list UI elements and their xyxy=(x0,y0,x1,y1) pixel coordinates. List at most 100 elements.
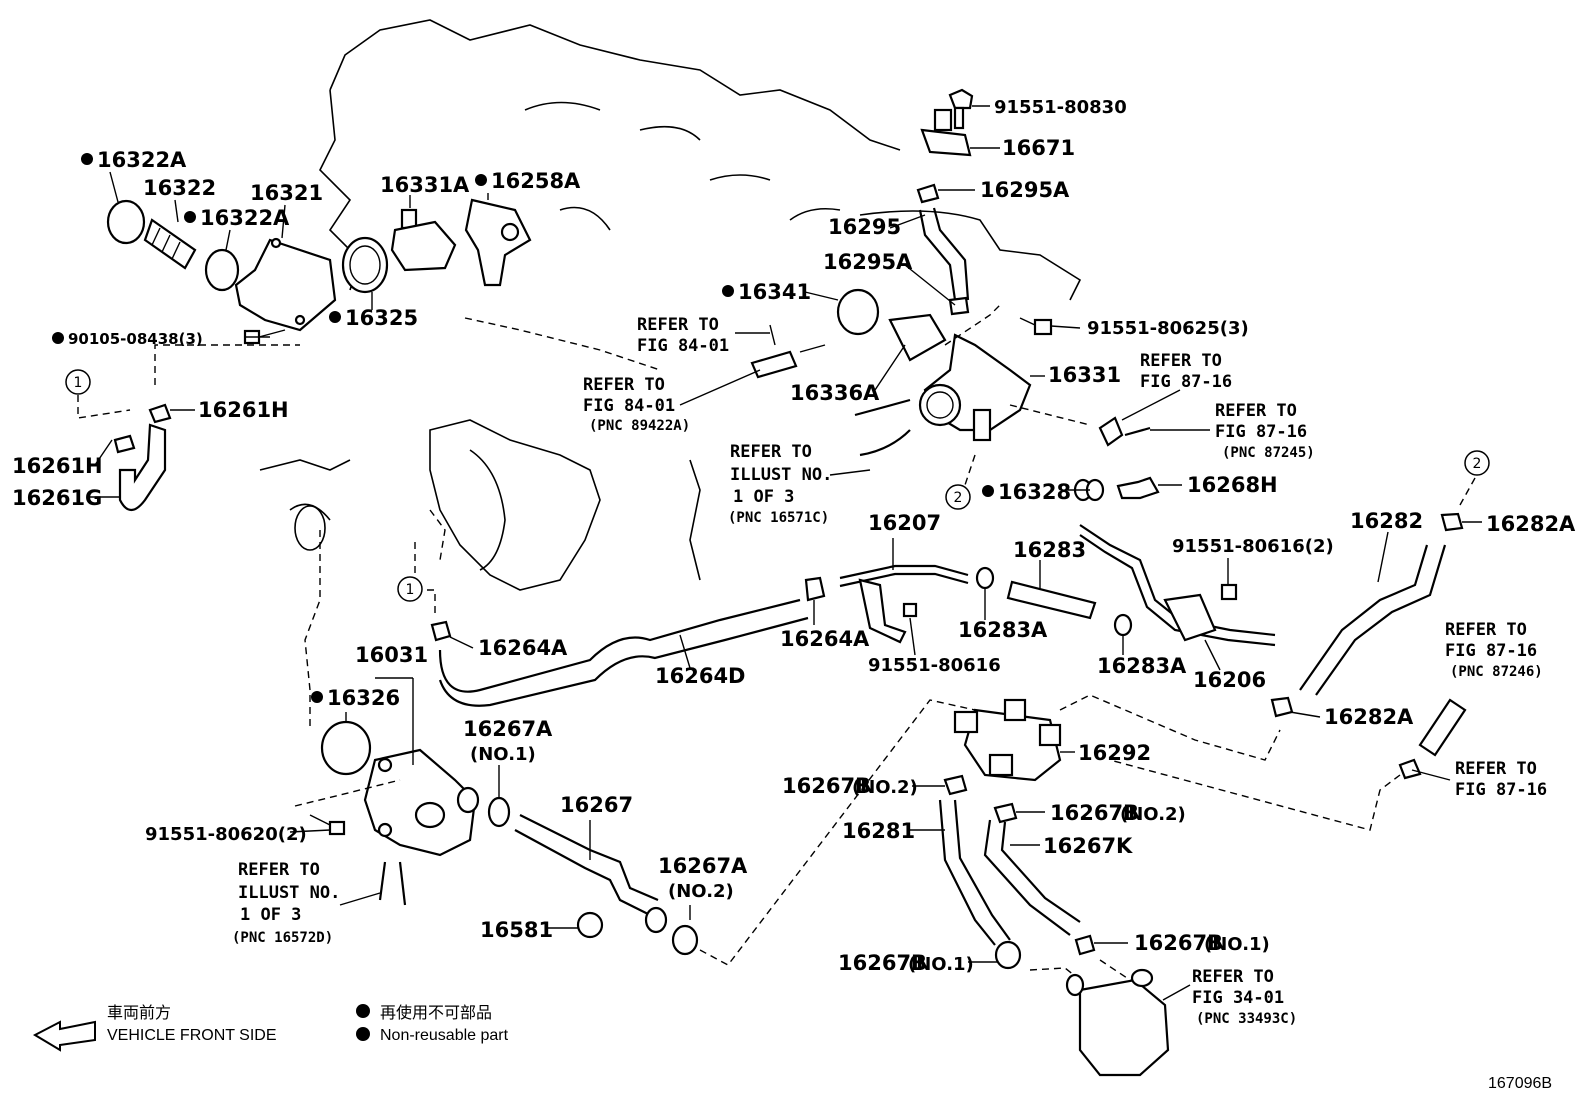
reference-note-line: REFER TO xyxy=(1455,759,1537,779)
reference-note-line: (PNC 16572D) xyxy=(232,930,333,946)
pipe-16207-group xyxy=(839,564,969,644)
part-label-no2: (NO.2) xyxy=(1120,804,1186,825)
reference-note: REFER TO FIG 84-01 (PNC 89422A) xyxy=(583,375,690,434)
part-label-16321: 16321 xyxy=(250,181,323,205)
gasket-16326 xyxy=(320,720,372,776)
part-label-16282a: 16282A xyxy=(1486,512,1576,536)
hose-16282-group xyxy=(1270,477,1476,780)
circle-ref-2-right: 2 xyxy=(1464,450,1490,476)
reference-note-line: (PNC 87246) xyxy=(1450,664,1543,680)
water-valve-16292-group xyxy=(938,694,1401,1077)
water-valve-16292 xyxy=(953,698,1062,782)
bolt-91551-80620 xyxy=(309,814,346,836)
hose-16283-group xyxy=(975,566,1133,637)
bolt-91551-80616 xyxy=(902,602,918,618)
hose-16322 xyxy=(143,218,197,270)
gasket-16258a xyxy=(464,198,532,287)
part-label-16031: 16031 xyxy=(355,643,428,667)
part-label-16331a: 16331A xyxy=(380,173,470,197)
part-label-no2: (NO.2) xyxy=(668,881,734,902)
part-label-16261h: 16261H xyxy=(12,454,103,478)
part-label-91551-80620: 91551-80620(2) xyxy=(145,824,307,845)
bracket-16671 xyxy=(920,108,972,157)
reference-note-line: REFER TO xyxy=(583,375,665,395)
bolt-91551-80830 xyxy=(948,88,974,130)
reference-note-line: ILLUST NO. xyxy=(238,883,340,903)
part-label-16267b: 16267B xyxy=(1050,801,1139,825)
part-label-16267b: 16267B xyxy=(1134,931,1223,955)
reference-note: REFER TO FIG 87-16 (PNC 87245) xyxy=(1215,401,1315,461)
part-label-16322a: 16322A xyxy=(200,206,290,230)
part-label-16264a: 16264A xyxy=(478,636,568,660)
legend: 車両前方 VEHICLE FRONT SIDE 再使用不可部品 Non-reus… xyxy=(32,1004,509,1052)
reference-note: REFER TO ILLUST NO. 1 OF 3 (PNC 16572D) xyxy=(232,860,340,946)
part-label-16267k: 16267K xyxy=(1043,834,1133,858)
part-label-16264d: 16264D xyxy=(655,664,746,688)
part-label-16267b: 16267B xyxy=(782,774,871,798)
reservoir-tank xyxy=(1065,968,1170,1077)
reference-note-line: (PNC 16571C) xyxy=(728,510,829,526)
gasket-16322a-right xyxy=(204,248,240,292)
hose-16261g-group xyxy=(77,344,300,512)
part-label-91551-80830: 91551-80830 xyxy=(994,97,1127,118)
part-label-16267b: 16267B xyxy=(838,951,927,975)
pipe-16264d-group xyxy=(414,509,826,707)
reference-note-line: REFER TO xyxy=(637,315,719,335)
part-label-16207: 16207 xyxy=(868,511,941,535)
part-label-16341: 16341 xyxy=(738,280,811,304)
water-outlet-group xyxy=(750,88,1151,486)
part-label-16283a: 16283A xyxy=(958,618,1048,642)
part-label-16331: 16331 xyxy=(1048,363,1121,387)
part-label-90105-08438: 90105-08438(3) xyxy=(68,330,203,348)
part-label-16326: 16326 xyxy=(327,686,400,710)
nonreusable-dot-icon xyxy=(356,1027,370,1041)
part-label-16267a: 16267A xyxy=(658,854,748,878)
leader-lines xyxy=(88,105,1482,1001)
part-label-16267: 16267 xyxy=(560,793,633,817)
part-label-16261g: 16261G xyxy=(12,486,102,510)
legend-nonreuse-en: Non-reusable part xyxy=(380,1027,509,1044)
reference-note: REFER TO FIG 87-16 xyxy=(1455,759,1547,800)
part-label-16581: 16581 xyxy=(480,918,553,942)
part-label-16281: 16281 xyxy=(842,819,915,843)
reference-note-line: FIG 34-01 xyxy=(1192,988,1284,1008)
vehicle-front-arrow-icon xyxy=(32,1020,96,1052)
part-label-no1: (NO.1) xyxy=(908,954,974,975)
reference-note-line: FIG 87-16 xyxy=(1455,780,1547,800)
reference-note-line: FIG 87-16 xyxy=(1445,641,1537,661)
reference-note-line: (PNC 33493C) xyxy=(1196,1011,1297,1027)
thermostat-group xyxy=(106,198,532,345)
part-label-16325: 16325 xyxy=(345,306,418,330)
reference-note-line: 1 OF 3 xyxy=(733,487,794,507)
part-label-16671: 16671 xyxy=(1002,136,1075,160)
part-label-91551-80616-2: 91551-80616(2) xyxy=(1172,536,1334,557)
water-outlet-16331 xyxy=(918,333,1032,442)
gasket-16341 xyxy=(836,288,880,336)
part-labels: 16322A 16322 16322A 16321 16331A 16258A … xyxy=(12,97,1576,975)
reference-note-line: FIG 84-01 xyxy=(583,396,675,416)
reference-note-line: REFER TO xyxy=(1445,620,1527,640)
part-label-16206: 16206 xyxy=(1193,668,1266,692)
reference-note-line: FIG 87-16 xyxy=(1140,372,1232,392)
reference-note-line: REFER TO xyxy=(1140,351,1222,371)
part-label-16336a: 16336A xyxy=(790,381,880,405)
part-label-16322: 16322 xyxy=(143,176,216,200)
circle-ref-label: 2 xyxy=(954,490,963,506)
part-label-16268h: 16268H xyxy=(1187,473,1278,497)
reference-notes: REFER TO FIG 84-01 REFER TO FIG 84-01 (P… xyxy=(232,315,1547,1027)
circle-ref-label: 1 xyxy=(74,375,83,391)
part-label-16261h: 16261H xyxy=(198,398,289,422)
reference-note: REFER TO ILLUST NO. 1 OF 3 (PNC 16571C) xyxy=(728,442,832,526)
part-label-no1: (NO.1) xyxy=(1204,934,1270,955)
bolt-91551-80625 xyxy=(1019,317,1053,336)
plug-group xyxy=(1073,476,1160,502)
legend-front-en: VEHICLE FRONT SIDE xyxy=(107,1027,277,1044)
part-label-16295a: 16295A xyxy=(980,178,1070,202)
part-label-16328: 16328 xyxy=(998,480,1071,504)
water-inlet-16031-group xyxy=(294,505,480,906)
part-label-16283: 16283 xyxy=(1013,538,1086,562)
reference-note-line: FIG 87-16 xyxy=(1215,422,1307,442)
pipe-16206-group xyxy=(1079,524,1276,647)
reference-note-line: (PNC 87245) xyxy=(1222,445,1315,461)
thermostat-housing-16321 xyxy=(234,237,337,332)
